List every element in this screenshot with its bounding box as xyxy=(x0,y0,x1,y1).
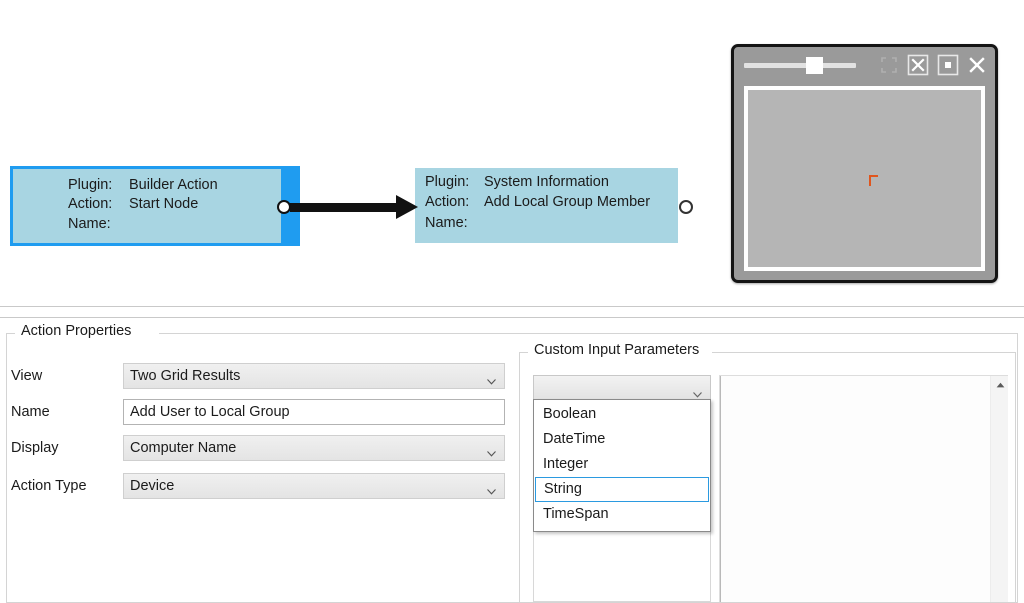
display-combobox-value: Computer Name xyxy=(130,440,237,456)
node-row-name: Name: xyxy=(68,216,281,235)
scroll-up-arrow-icon[interactable] xyxy=(991,376,1009,394)
node-row-plugin: Plugin: Builder Action xyxy=(68,177,281,196)
form-row-display: Display Computer Name xyxy=(11,435,505,461)
action-type-combobox[interactable]: Device xyxy=(123,473,505,499)
form-row-name: Name Add User to Local Group xyxy=(11,399,505,425)
parameter-list-panel[interactable] xyxy=(533,532,711,602)
chevron-down-icon xyxy=(487,445,496,457)
label-action-type: Action Type xyxy=(11,478,87,494)
properties-pane: Action Properties View Two Grid Results … xyxy=(0,319,1024,603)
chevron-down-icon xyxy=(487,483,496,495)
form-row-action-type: Action Type Device xyxy=(11,473,505,499)
grid-divider xyxy=(720,376,721,602)
node-field-label: Action: xyxy=(425,194,470,211)
name-input[interactable]: Add User to Local Group xyxy=(123,399,505,425)
view-combobox-value: Two Grid Results xyxy=(130,368,241,384)
groupbox-border-left xyxy=(7,333,15,334)
node-field-value: System Information xyxy=(484,174,609,190)
node-row-name: Name: xyxy=(425,215,678,235)
action-properties-title: Action Properties xyxy=(16,323,137,339)
name-input-value: Add User to Local Group xyxy=(130,404,290,420)
parameter-type-combobox-value xyxy=(534,376,710,399)
node-row-action: Action: Add Local Group Member xyxy=(425,194,678,214)
parameter-grid-body[interactable] xyxy=(720,376,1008,602)
node-field-value: Add Local Group Member xyxy=(484,194,651,211)
node-field-label: Name: xyxy=(68,215,111,232)
parameter-grid-scrollbar[interactable] xyxy=(990,376,1008,602)
chevron-down-icon xyxy=(693,385,702,398)
parameter-type-dropdown-list[interactable]: Boolean DateTime Integer String TimeSpan xyxy=(533,399,711,532)
node-field-label: Plugin: xyxy=(425,174,470,190)
workflow-canvas[interactable]: Plugin: Builder Action Action: Start Nod… xyxy=(0,0,1024,306)
node-output-connector[interactable] xyxy=(277,200,291,214)
zoom-slider[interactable] xyxy=(744,55,857,75)
form-row-view: View Two Grid Results xyxy=(11,363,505,389)
view-combobox[interactable]: Two Grid Results xyxy=(123,363,505,389)
parameter-grid[interactable] xyxy=(719,375,1008,602)
fit-to-screen-icon[interactable] xyxy=(878,54,898,76)
groupbox-border-right xyxy=(712,352,1015,353)
action-properties-groupbox: Action Properties View Two Grid Results … xyxy=(6,323,1018,603)
custom-input-parameters-groupbox: Custom Input Parameters Boolean DateTime… xyxy=(519,342,1016,603)
restore-icon[interactable] xyxy=(937,54,959,76)
groupbox-border-right xyxy=(159,333,1017,334)
node-row-plugin: Plugin: System Information xyxy=(425,174,678,194)
dropdown-option-boolean[interactable]: Boolean xyxy=(543,406,597,422)
minimap-viewport[interactable] xyxy=(744,86,985,271)
minimap-node-marker xyxy=(869,175,878,186)
node-field-label: Action: xyxy=(68,196,113,213)
groupbox-border-left xyxy=(520,352,528,353)
label-view: View xyxy=(11,368,43,384)
expand-icon[interactable] xyxy=(907,54,929,76)
minimap-toolbar xyxy=(734,47,995,83)
dropdown-option-datetime[interactable]: DateTime xyxy=(543,431,606,447)
dropdown-option-timespan[interactable]: TimeSpan xyxy=(543,506,609,522)
close-icon[interactable] xyxy=(967,54,987,76)
node-field-value: Builder Action xyxy=(129,177,218,193)
dropdown-option-string[interactable]: String xyxy=(535,477,709,502)
minimap-overview-window[interactable] xyxy=(731,44,998,283)
label-name: Name xyxy=(11,404,50,420)
zoom-slider-track xyxy=(744,62,857,68)
custom-input-parameters-title: Custom Input Parameters xyxy=(529,342,705,358)
node-field-label: Name: xyxy=(425,214,468,231)
zoom-slider-thumb[interactable] xyxy=(806,57,823,74)
workflow-node-start[interactable]: Plugin: Builder Action Action: Start Nod… xyxy=(10,166,300,246)
node-field-label: Plugin: xyxy=(68,177,113,193)
node-output-connector[interactable] xyxy=(679,200,693,214)
display-combobox[interactable]: Computer Name xyxy=(123,435,505,461)
node-field-value: Start Node xyxy=(129,196,199,213)
dropdown-option-integer[interactable]: Integer xyxy=(543,456,589,472)
action-type-combobox-value: Device xyxy=(130,478,175,494)
label-display: Display xyxy=(11,440,59,456)
parameter-type-combobox[interactable] xyxy=(533,375,711,400)
workflow-node-system-information[interactable]: Plugin: System Information Action: Add L… xyxy=(415,168,678,243)
horizontal-splitter[interactable] xyxy=(0,306,1024,318)
connection-arrow[interactable] xyxy=(290,195,418,219)
node-row-action: Action: Start Node xyxy=(68,196,281,215)
chevron-down-icon xyxy=(487,373,496,385)
